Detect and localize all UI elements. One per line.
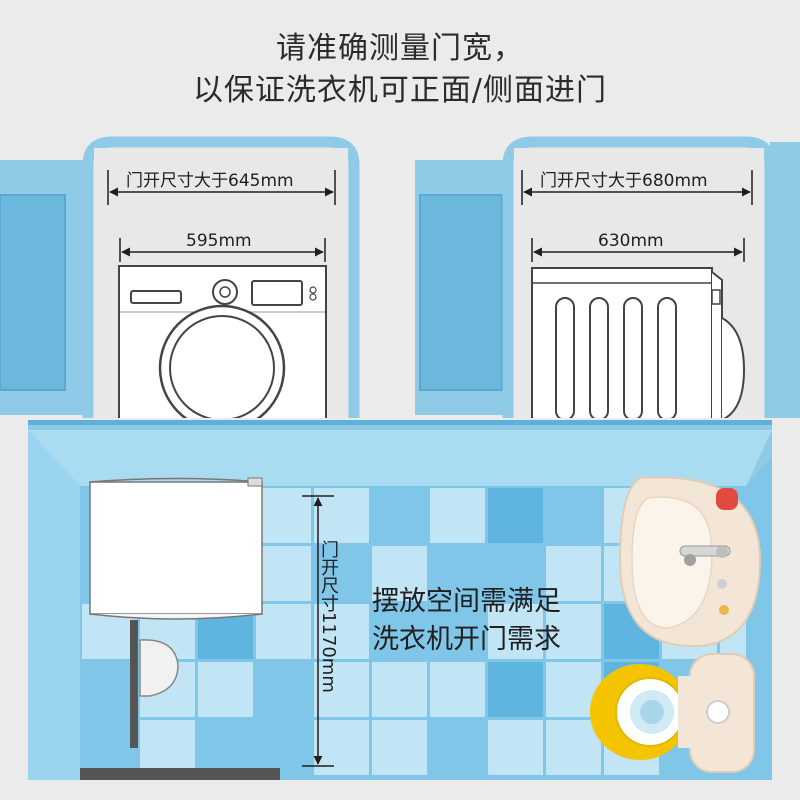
side-machine-depth-label: 630mm	[598, 231, 664, 251]
sink	[618, 476, 762, 648]
floor-tile	[314, 546, 369, 601]
floor-tile	[546, 546, 601, 601]
floor-tile	[372, 546, 427, 601]
floor-tile	[546, 720, 601, 775]
floor-tile	[488, 662, 543, 717]
floor-tile	[430, 546, 485, 601]
washing-machine-side	[531, 267, 746, 421]
control-display	[251, 280, 303, 306]
floor-tile	[314, 488, 369, 543]
floor-tile	[372, 662, 427, 717]
washing-machine-top	[89, 477, 263, 748]
side-view	[415, 136, 800, 421]
headline-line-1: 请准确测量门宽，	[276, 31, 524, 66]
floor-tile	[372, 604, 427, 659]
floor-tile	[256, 488, 311, 543]
floor-tile	[256, 604, 311, 659]
floor-tile	[430, 720, 485, 775]
floor-tile	[256, 546, 311, 601]
floor-tile	[256, 720, 311, 775]
floor-tile	[314, 662, 369, 717]
detergent-drawer	[130, 290, 182, 304]
floor-tile	[546, 604, 601, 659]
side-wall-panel	[415, 160, 507, 415]
front-view	[0, 136, 360, 432]
floor-tile	[198, 720, 253, 775]
floor-tile	[488, 546, 543, 601]
floor-tile	[82, 662, 137, 717]
floor-tile	[140, 720, 195, 775]
floor-tile	[372, 488, 427, 543]
floor-tile	[488, 604, 543, 659]
soap-icon	[716, 488, 738, 510]
floor-tile	[372, 720, 427, 775]
front-wall-panel	[0, 160, 85, 415]
floor-tile	[430, 604, 485, 659]
door-threshold	[80, 768, 280, 780]
floor-plan	[0, 418, 800, 800]
floor-tile	[198, 662, 253, 717]
floor-tile	[256, 662, 311, 717]
side-door-width-label: 门开尺寸大于680mm	[540, 171, 708, 191]
space-note-line-2: 洗衣机开门需求	[372, 624, 561, 655]
machine-door-open	[130, 620, 138, 748]
floor-tile	[430, 488, 485, 543]
floor-tile	[546, 488, 601, 543]
washing-machine-front	[118, 265, 327, 432]
front-door-width-label: 门开尺寸大于645mm	[126, 171, 294, 191]
front-door-frame	[82, 136, 360, 418]
door-clearance-label: 门开尺寸1170mm	[318, 540, 339, 693]
floor-tile	[488, 488, 543, 543]
floor-tile	[430, 662, 485, 717]
toilet	[590, 653, 755, 773]
floor-tile	[488, 720, 543, 775]
front-machine-width-label: 595mm	[186, 231, 252, 251]
program-knob	[212, 279, 238, 305]
floor-tile	[82, 720, 137, 775]
space-note-line-1: 摆放空间需满足	[372, 586, 561, 617]
side-door-frame	[502, 136, 776, 418]
floor-tile	[314, 604, 369, 659]
headline-line-2: 以保证洗衣机可正面/侧面进门	[192, 73, 608, 108]
